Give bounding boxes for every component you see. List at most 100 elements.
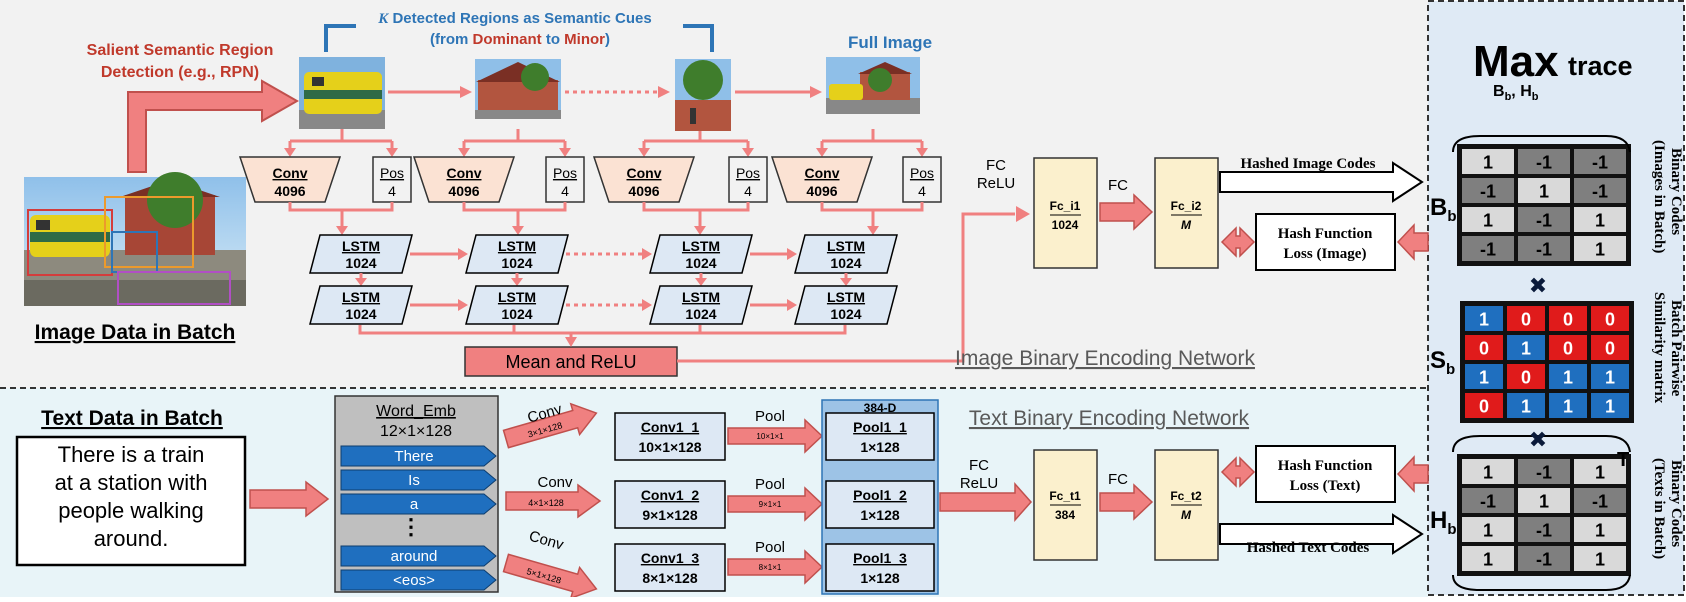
- hashed-text-codes-arrow: [1219, 513, 1424, 555]
- fc-i2-size: M: [1181, 218, 1192, 232]
- matS-value-4-1: 0: [1479, 397, 1489, 417]
- word-emb-size: 12×1×128: [380, 423, 452, 440]
- matH-cell-3-1: [1462, 517, 1514, 542]
- lstm-v-head-c2: [511, 278, 523, 286]
- fc-t-label: FC: [1108, 471, 1128, 488]
- lstm-size-r1-c2: 1024: [501, 255, 532, 271]
- matS-value-2-3: 0: [1563, 339, 1573, 359]
- matS-value-3-1: 1: [1479, 368, 1489, 388]
- pool-box-2: [825, 480, 935, 529]
- svg-text:Batch Pairwise: Batch Pairwise: [1668, 300, 1684, 397]
- lstm-title-r1-c4: LSTM: [827, 238, 865, 254]
- split-arrowhead-conv-1: [284, 148, 296, 157]
- word-dots: ⋮: [400, 514, 422, 539]
- lstm-size-r1-c3: 1024: [685, 255, 716, 271]
- pos-title-1: Pos: [380, 165, 404, 181]
- matB-value-1-1: 1: [1483, 153, 1493, 173]
- bracket-top-H: [1452, 435, 1631, 453]
- pool-box-title-3: Pool1_3: [853, 550, 907, 566]
- mean-relu-arrowhead: [565, 337, 577, 347]
- merge-arrowhead-3: [694, 226, 706, 235]
- matS-cell-1-3: [1549, 306, 1587, 331]
- matB-cell-2-2: [1518, 178, 1570, 203]
- matS-cell-1-4: [1591, 306, 1629, 331]
- fc-relu-top-label-1: FC: [986, 157, 1006, 174]
- conv-size-2: 4096: [448, 183, 479, 199]
- hash-loss-text-line2: Loss (Text): [1290, 478, 1361, 494]
- merge-connector-2: [462, 202, 567, 228]
- fc-relu-text-label-1: FC: [969, 457, 989, 474]
- mean-relu-label: Mean and ReLU: [505, 352, 636, 372]
- fc-relu-arrowhead: [1016, 206, 1030, 222]
- fc-i2-title: Fc_i2: [1171, 199, 1202, 213]
- lstm-size-r2-c3: 1024: [685, 306, 716, 322]
- matB-cell-2-3: [1574, 178, 1626, 203]
- lstm-cell-r1-c2: [465, 234, 569, 274]
- lstm-size-r1-c1: 1024: [345, 255, 376, 271]
- fc-t1-size: 384: [1055, 508, 1075, 522]
- matS-cell-4-2: [1507, 393, 1545, 418]
- pool-kernel-3: 8×1×1: [759, 563, 782, 572]
- svg-text:Binary Codes: Binary Codes: [1668, 460, 1684, 547]
- matS-cell-4-3: [1549, 393, 1587, 418]
- hash-loss-image-line2: Loss (Image): [1284, 246, 1367, 262]
- conv-block-4: [770, 156, 874, 203]
- pos-size-3: 4: [744, 183, 752, 199]
- conv-block-2: [412, 156, 516, 203]
- fc-relu-connector: [677, 212, 1015, 363]
- lstm-h-head-r2-c2: [642, 299, 652, 311]
- pos-title-3: Pos: [736, 165, 760, 181]
- pool-box-title-2: Pool1_2: [853, 487, 907, 503]
- matH-cell-4-2: [1518, 546, 1570, 571]
- word-token-label-3: a: [410, 496, 419, 513]
- pool-box-3: [825, 543, 935, 592]
- fc-i1-title: Fc_i1: [1050, 199, 1081, 213]
- lstm-cell-r2-c3: [649, 285, 753, 325]
- matS-cell-1-1: [1465, 306, 1503, 331]
- hash-loss-text-double-arrow: [1220, 456, 1256, 488]
- conv-arrow-3: 5×1×128: [502, 553, 598, 600]
- lstm-h-head-r1-c1: [458, 248, 468, 260]
- matB-cell-3-2: [1518, 207, 1570, 232]
- matS-value-4-3: 1: [1563, 397, 1573, 417]
- merge-arrowhead-2: [512, 226, 524, 235]
- conv-box-title-2: Conv1_2: [641, 487, 700, 503]
- matS-value-1-3: 0: [1563, 310, 1573, 330]
- fc-t-arrow: [1099, 483, 1154, 521]
- merge-arrowhead-4: [867, 226, 879, 235]
- matH-cell-4-3: [1574, 546, 1626, 571]
- lstm-size-r2-c2: 1024: [501, 306, 532, 322]
- side-text-binary-text-2: (Texts in Batch): [1651, 458, 1667, 559]
- conv-size-3: 4096: [628, 183, 659, 199]
- lstm-v-head-c1: [355, 278, 367, 286]
- fc-t2-size: M: [1181, 508, 1192, 522]
- pos-block-2: [545, 156, 585, 203]
- side-text-binary-image: Binary Codes: [1668, 148, 1684, 235]
- side-text-similarity: Batch Pairwise: [1668, 300, 1684, 397]
- matS-value-3-4: 1: [1605, 368, 1615, 388]
- word-token-4: [340, 545, 497, 567]
- matB-cell-3-1: [1462, 207, 1514, 232]
- split-arrowhead-pos-1: [386, 148, 398, 157]
- matH-value-4-1: 1: [1483, 550, 1493, 570]
- lstm-title-r2-c3: LSTM: [682, 289, 720, 305]
- matS-value-1-2: 0: [1521, 310, 1531, 330]
- matH-value-2-2: 1: [1539, 492, 1549, 512]
- side-text-binary-image-2: (Images in Batch): [1651, 140, 1667, 253]
- matS-value-2-4: 0: [1605, 339, 1615, 359]
- fc-relu-top-label-2: ReLU: [977, 175, 1015, 192]
- fc-i-label: FC: [1108, 177, 1128, 194]
- regions-bracket: [324, 24, 714, 52]
- split-arrowhead-pos-2: [559, 148, 571, 157]
- lstm-title-r2-c2: LSTM: [498, 289, 536, 305]
- hashed-image-codes-arrow: [1219, 161, 1424, 203]
- split-arrowhead-conv-2: [458, 148, 470, 157]
- text-sample-line-3: people walking: [58, 498, 204, 523]
- lstm-cell-r2-c1: [309, 285, 413, 325]
- text-sample-line-1: There is a train: [58, 442, 205, 467]
